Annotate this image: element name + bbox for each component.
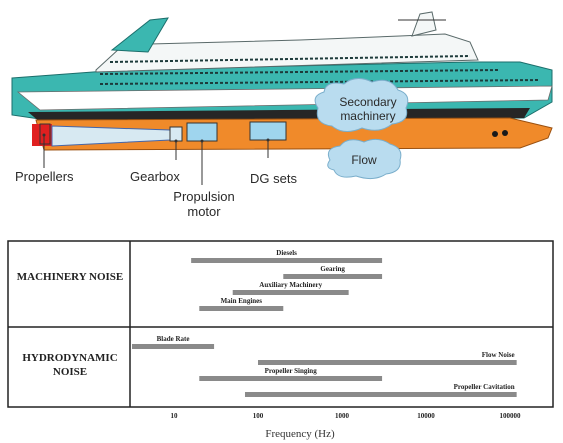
noise-band-bar xyxy=(199,306,284,311)
x-tick-label: 10000 xyxy=(417,412,435,420)
ship-windows xyxy=(99,55,541,85)
noise-band-label: Propeller Cavitation xyxy=(453,383,515,391)
propulsion-motor-block xyxy=(186,122,218,142)
noise-band-label: Auxiliary Machinery xyxy=(259,281,323,289)
noise-band-bar xyxy=(191,258,383,263)
noise-band-label: Gearing xyxy=(320,265,345,273)
label-dg-sets: DG sets xyxy=(250,171,297,186)
category-machinery-noise: MACHINERY NOISE xyxy=(16,271,124,283)
propeller-red xyxy=(32,124,52,146)
noise-band-bar xyxy=(244,392,517,397)
bow-thruster xyxy=(492,131,498,137)
ship-mast xyxy=(411,11,437,37)
noise-band-bar xyxy=(283,274,383,279)
noise-band-label: Flow Noise xyxy=(481,351,515,359)
noise-band-bar xyxy=(232,290,349,295)
x-axis-title: Frequency (Hz) xyxy=(265,428,335,440)
label-secondary-machinery: Secondary machinery xyxy=(339,95,397,123)
flow-cloud xyxy=(327,138,402,180)
noise-band-label: Blade Rate xyxy=(156,335,190,343)
noise-band-label: Propeller Singing xyxy=(264,367,317,375)
secondary-machinery-cloud xyxy=(314,78,409,132)
x-tick-label: 10 xyxy=(170,412,178,420)
ship-funnel xyxy=(110,17,169,53)
label-flow: Flow xyxy=(351,153,377,167)
label-propulsion-motor: Propulsion motor xyxy=(173,189,235,219)
x-tick-label: 100000 xyxy=(499,412,521,420)
noise-band-bar xyxy=(132,344,215,349)
noise-band-bar xyxy=(258,360,517,365)
callout-lines xyxy=(43,134,269,185)
chart-frame xyxy=(7,240,554,408)
noise-band-bar xyxy=(199,376,383,381)
chart-bars xyxy=(132,258,517,397)
label-gearbox: Gearbox xyxy=(130,169,180,184)
noise-band-label: Main Engines xyxy=(220,297,262,305)
bow-thruster xyxy=(502,130,508,136)
label-propellers: Propellers xyxy=(15,169,74,184)
ship-illustration xyxy=(11,11,553,185)
noise-band-label: Diesels xyxy=(276,249,297,257)
category-hydrodynamic-noise: HYDRODYNAMIC NOISE xyxy=(22,352,118,378)
x-tick-label: 1000 xyxy=(335,412,349,420)
dg-sets-block xyxy=(249,121,287,141)
gearbox-block xyxy=(169,126,183,142)
noise-chart xyxy=(7,240,554,408)
x-tick-label: 100 xyxy=(252,412,264,420)
